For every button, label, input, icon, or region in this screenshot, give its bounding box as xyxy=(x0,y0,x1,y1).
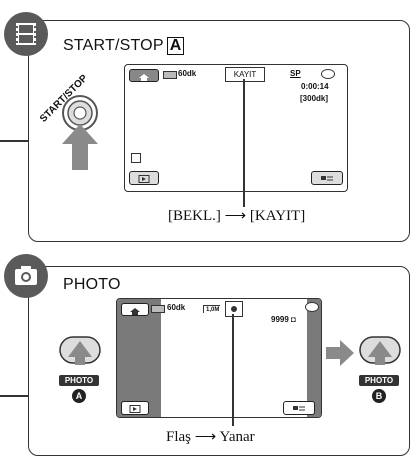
battery-time: 60dk xyxy=(178,69,196,78)
side-bar-right xyxy=(307,299,321,417)
lcd-screen-photo: 60dk 1,0M 9999 ◘ xyxy=(116,298,322,418)
playback-icon xyxy=(130,173,158,185)
mode-box: KAYIT xyxy=(225,67,265,82)
caption-record: [BEKL.] ⟶ [KAYIT] xyxy=(168,206,305,225)
battery-icon xyxy=(163,71,177,79)
photo-title: PHOTO xyxy=(63,276,121,294)
caption-arrow-icon: ⟶ xyxy=(225,208,247,224)
startstop-title-text: START/STOP xyxy=(63,37,164,54)
caption-standby: [BEKL.] xyxy=(168,208,221,224)
option-button-photo[interactable] xyxy=(283,401,315,415)
film-mode-icon xyxy=(4,12,48,56)
mode-box-text: KAYIT xyxy=(234,70,257,79)
photo-label-b: PHOTO xyxy=(359,375,399,386)
media-icon-photo xyxy=(305,302,319,312)
face-detect-icon xyxy=(131,153,141,163)
image-size: 1,0M xyxy=(203,305,220,313)
flash-indicator-box xyxy=(225,301,243,317)
playback-button-photo[interactable] xyxy=(121,401,149,415)
battery-time-photo: 60dk xyxy=(167,303,185,312)
caption-flash: Flaş ⟶ Yanar xyxy=(166,427,255,446)
title-letter-box: A xyxy=(167,37,185,55)
playback-button[interactable] xyxy=(129,171,159,185)
quality-sp: SP xyxy=(290,69,301,78)
photo-button-full-press[interactable] xyxy=(356,335,404,375)
caption-recording: [KAYIT] xyxy=(250,208,305,224)
elapsed-time: 0:00:14 xyxy=(301,82,329,91)
home-icon-photo xyxy=(122,306,148,317)
caption-flash-label: Flaş xyxy=(166,429,191,445)
playback-icon-photo xyxy=(122,403,148,415)
connector-line-1 xyxy=(0,140,30,142)
photo-count: 9999 ◘ xyxy=(271,315,296,324)
remaining-time: [300dk] xyxy=(300,94,328,103)
photo-button-half-press[interactable] xyxy=(56,335,104,375)
home-icon xyxy=(130,72,158,83)
marker-b: B xyxy=(372,389,386,403)
camera-mode-icon xyxy=(4,254,48,298)
media-icon xyxy=(321,69,335,79)
photo-label-a: PHOTO xyxy=(59,375,99,386)
camera-small-icon: ◘ xyxy=(291,315,296,324)
home-button[interactable] xyxy=(129,69,159,82)
option-button[interactable] xyxy=(311,171,343,185)
home-button-photo[interactable] xyxy=(121,303,149,316)
connector-line-2 xyxy=(0,395,30,397)
caption-arrow-icon-2: ⟶ xyxy=(195,429,217,445)
caption-flash-on: Yanar xyxy=(219,429,254,445)
battery-icon-photo xyxy=(151,305,165,313)
pointer-line-2 xyxy=(232,314,234,426)
option-icon-photo xyxy=(284,403,314,415)
flash-dot-icon xyxy=(231,306,237,312)
photo-count-text: 9999 xyxy=(271,315,289,324)
right-arrow-icon xyxy=(326,338,356,373)
option-icon xyxy=(312,173,342,185)
lcd-screen-record: 60dk KAYIT SP 0:00:14 [300dk] xyxy=(124,64,348,192)
marker-a: A xyxy=(72,389,86,403)
pointer-line-1 xyxy=(243,79,245,207)
